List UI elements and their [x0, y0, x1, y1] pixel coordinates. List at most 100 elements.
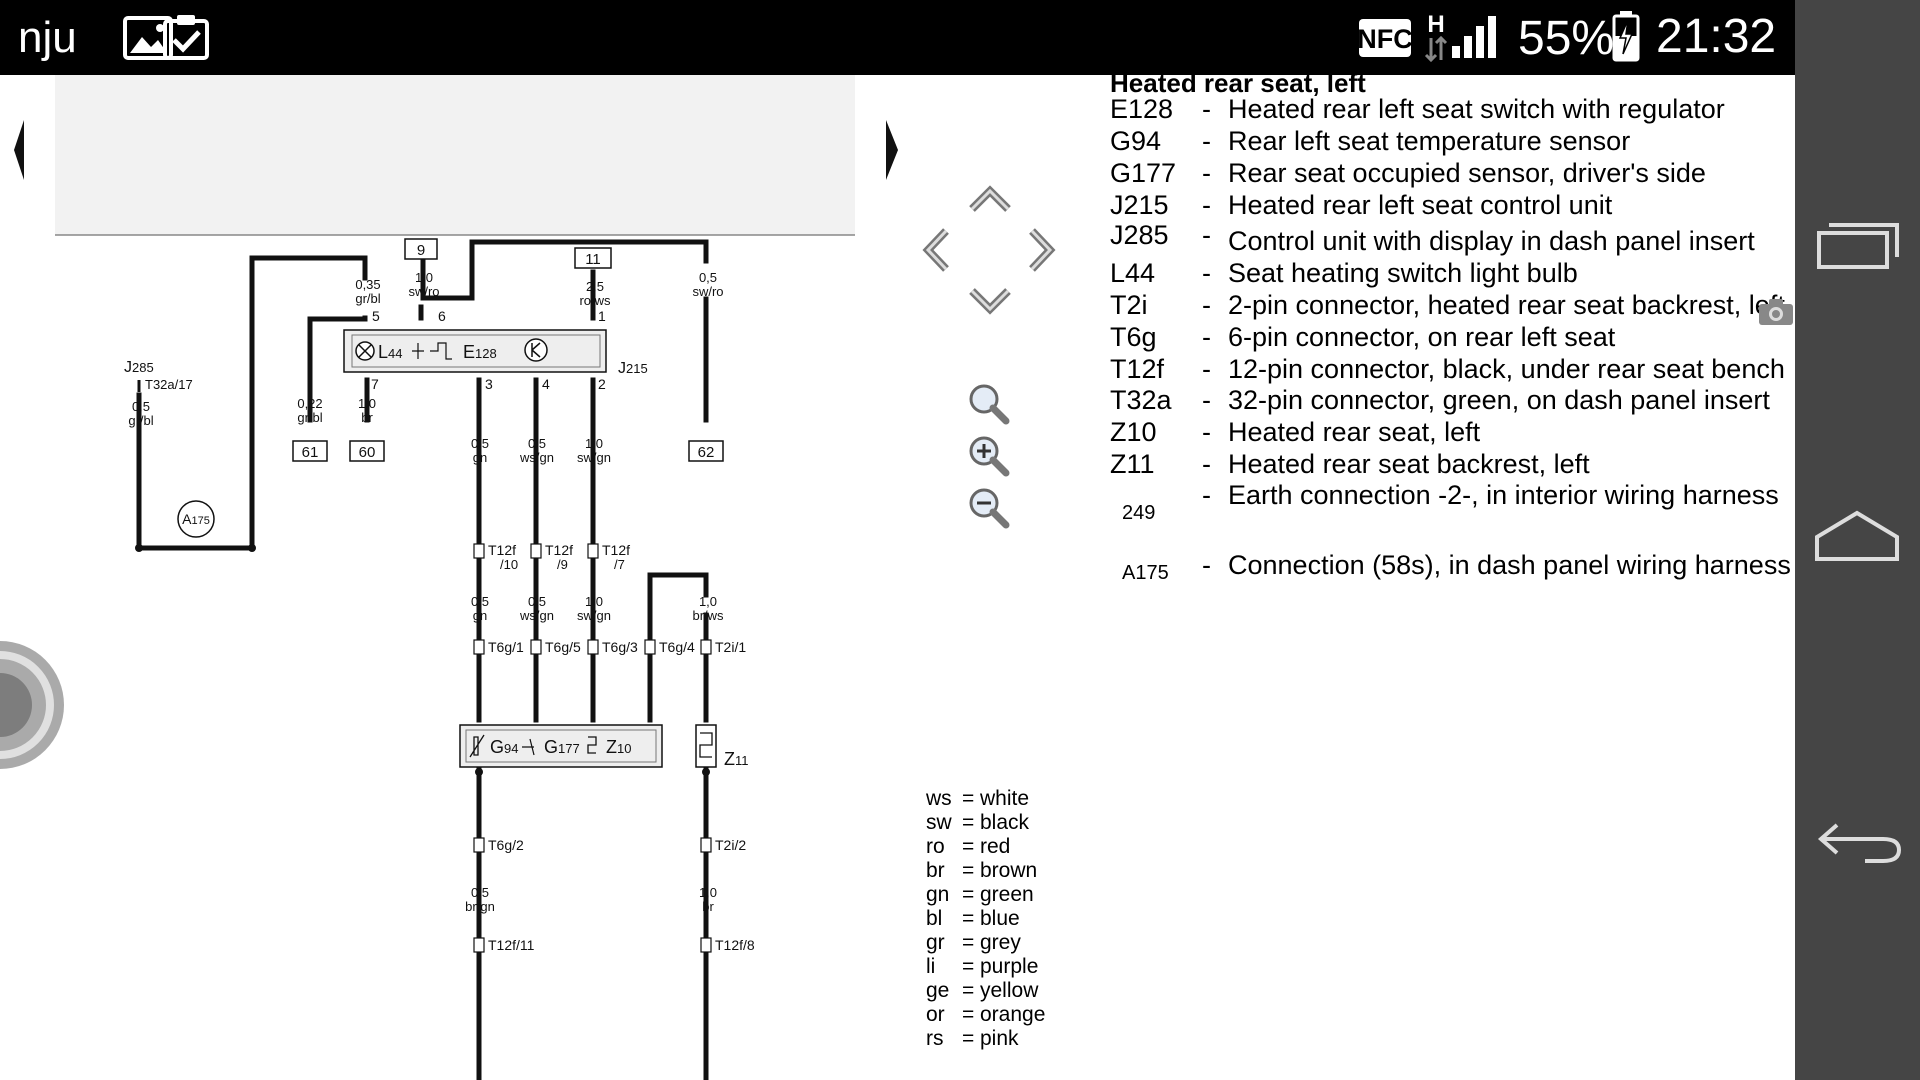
svg-text:E128: E128	[463, 342, 497, 362]
svg-text:11: 11	[585, 251, 601, 268]
svg-text:Z11: Z11	[724, 749, 749, 769]
svg-text:0,5: 0,5	[699, 270, 717, 285]
svg-text:0,22: 0,22	[297, 396, 322, 411]
a175-connection-label: A175	[177, 500, 215, 538]
svg-text:61: 61	[302, 444, 319, 461]
zoom-in-icon[interactable]	[966, 433, 1012, 479]
svg-text:0,5: 0,5	[471, 594, 489, 609]
svg-text:4: 4	[542, 376, 550, 392]
svg-text:T12f: T12f	[545, 542, 573, 558]
camera-icon[interactable]	[1757, 297, 1795, 327]
floating-assist-button[interactable]	[0, 630, 68, 780]
svg-text:T12f: T12f	[488, 542, 516, 558]
battery-charging-icon	[1612, 10, 1640, 67]
status-bar: nju NFC H 55% 21:32	[0, 0, 1795, 75]
svg-text:T6g/5: T6g/5	[545, 639, 581, 655]
svg-text:br: br	[361, 410, 373, 425]
zoom-out-icon[interactable]	[966, 485, 1012, 531]
svg-text:/10: /10	[500, 557, 518, 572]
app-label: nju	[18, 13, 77, 62]
svg-text:T6g/3: T6g/3	[602, 639, 638, 655]
home-button[interactable]	[1795, 475, 1920, 605]
svg-text:T12f/11: T12f/11	[488, 937, 535, 953]
svg-text:1,0: 1,0	[358, 396, 376, 411]
chevron-up-icon[interactable]	[968, 183, 1012, 215]
svg-text:T6g/2: T6g/2	[488, 837, 524, 853]
svg-text:Z10: Z10	[606, 737, 631, 757]
chevron-right-icon[interactable]	[1024, 227, 1058, 273]
battery-percent: 55%	[1518, 12, 1615, 65]
terminal-62: 62	[688, 440, 724, 462]
svg-text:9: 9	[417, 242, 425, 259]
j285-pin-label: T32a/17	[145, 377, 193, 392]
j215-control-unit[interactable]: L44 E128	[343, 329, 607, 373]
network-type-icon: H	[1424, 8, 1448, 69]
svg-text:2,5: 2,5	[586, 279, 604, 294]
j215-label: J215	[618, 360, 648, 377]
svg-text:7: 7	[371, 376, 379, 392]
wiring-diagram-viewer: 9 11 61 60 62 J285 T32a/17 0,5 gr/bl A17…	[0, 75, 1795, 1080]
wiring-diagram[interactable]: 9 11 61 60 62 J285 T32a/17 0,5 gr/bl A17…	[0, 75, 1090, 1080]
svg-text:ro/ws: ro/ws	[579, 293, 611, 308]
search-icon[interactable]	[966, 381, 1012, 427]
z11-backrest-heater[interactable]: Z11	[695, 724, 749, 769]
svg-text:gn: gn	[473, 608, 487, 623]
svg-text:3: 3	[485, 376, 493, 392]
next-page-arrow[interactable]	[886, 120, 898, 180]
svg-text:1,0: 1,0	[699, 594, 717, 609]
svg-text:G94: G94	[490, 737, 518, 757]
svg-text:gr/bl: gr/bl	[297, 410, 322, 425]
legend-title: Heated rear seat, left	[1110, 75, 1366, 98]
svg-text:T12f: T12f	[602, 542, 630, 558]
svg-text:0,5: 0,5	[132, 399, 150, 414]
svg-text:2: 2	[598, 376, 606, 392]
svg-text:T6g/1: T6g/1	[488, 639, 524, 655]
svg-text:1,0: 1,0	[585, 436, 603, 451]
j285-label: J285	[124, 359, 154, 376]
svg-text:0,5: 0,5	[471, 885, 489, 900]
chevron-left-icon[interactable]	[920, 227, 954, 273]
svg-text:H: H	[1427, 11, 1444, 38]
system-navigation-bar	[1795, 0, 1920, 1080]
terminal-61: 61	[292, 440, 328, 462]
svg-text:sw/gn: sw/gn	[577, 608, 611, 623]
svg-text:G177: G177	[544, 737, 580, 757]
svg-text:0,35: 0,35	[355, 277, 380, 292]
svg-text:L44: L44	[378, 342, 402, 362]
terminal-9: 9	[404, 238, 438, 260]
svg-text:sw/ro: sw/ro	[408, 284, 439, 299]
signal-strength-icon	[1450, 14, 1500, 65]
clock: 21:32	[1656, 10, 1777, 63]
svg-text:gn: gn	[473, 450, 487, 465]
svg-text:sw/gn: sw/gn	[577, 450, 611, 465]
terminal-11: 11	[574, 247, 612, 269]
svg-text:/9: /9	[557, 557, 568, 572]
svg-text:ws/gn: ws/gn	[519, 450, 554, 465]
svg-text:1: 1	[598, 308, 606, 324]
svg-text:gr/bl: gr/bl	[355, 291, 380, 306]
svg-text:0,5: 0,5	[528, 594, 546, 609]
previous-page-arrow[interactable]	[14, 120, 24, 180]
gallery-icon	[122, 15, 174, 66]
chevron-down-icon[interactable]	[968, 285, 1012, 317]
svg-text:br: br	[702, 899, 714, 914]
svg-text:1,0: 1,0	[415, 270, 433, 285]
svg-text:NFC: NFC	[1358, 24, 1412, 54]
svg-text:gr/bl: gr/bl	[128, 413, 153, 428]
svg-text:60: 60	[359, 444, 376, 461]
svg-text:0,5: 0,5	[471, 436, 489, 451]
z10-seat-heater-unit[interactable]: G94 G177 Z10	[459, 724, 663, 768]
svg-text:br/ws: br/ws	[692, 608, 724, 623]
svg-text:A175: A175	[182, 511, 210, 527]
nfc-icon: NFC	[1357, 18, 1413, 63]
svg-text:br/gn: br/gn	[465, 899, 495, 914]
svg-text:1,0: 1,0	[699, 885, 717, 900]
svg-text:T2i/1: T2i/1	[715, 639, 746, 655]
svg-text:T2i/2: T2i/2	[715, 837, 746, 853]
svg-text:6: 6	[438, 308, 446, 324]
svg-text:sw/ro: sw/ro	[692, 284, 723, 299]
recent-apps-button[interactable]	[1795, 175, 1920, 305]
svg-text:0,5: 0,5	[528, 436, 546, 451]
back-button[interactable]	[1795, 775, 1920, 905]
svg-text:62: 62	[698, 444, 715, 461]
